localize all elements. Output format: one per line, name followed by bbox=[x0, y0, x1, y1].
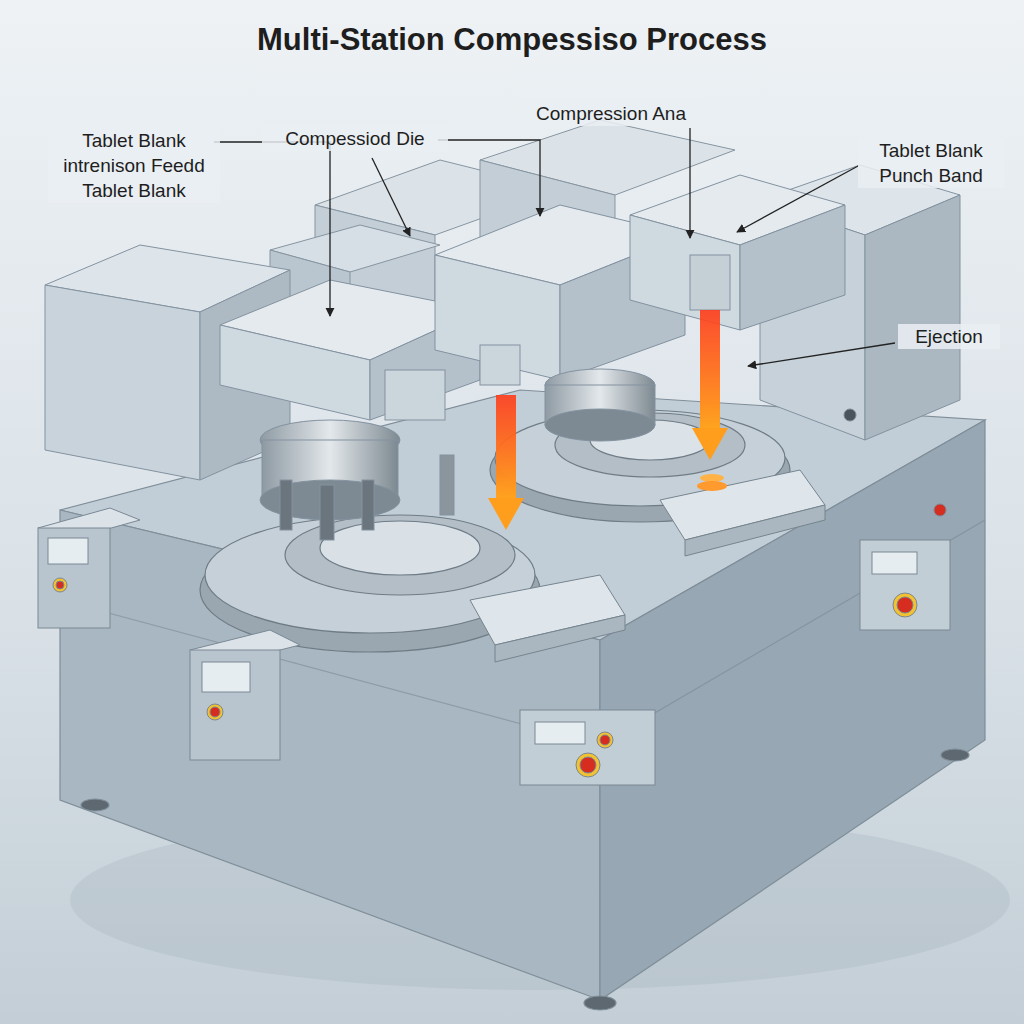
callout-label: Ejection bbox=[898, 324, 1000, 349]
callout-label: Compression Ana bbox=[518, 101, 704, 126]
callout-label: Tablet Blank Punch Band bbox=[858, 138, 1004, 188]
callout-label: Tablet Blank intrenison Feedd Tablet Bla… bbox=[48, 128, 220, 203]
press-housing bbox=[630, 175, 845, 330]
ejection-chutes bbox=[470, 470, 825, 662]
compression-arrows bbox=[488, 310, 728, 530]
control-panels bbox=[38, 409, 950, 785]
diagram-title: Multi-Station Compessiso Process bbox=[0, 22, 1024, 58]
machine-base bbox=[60, 390, 985, 1010]
leader-lines bbox=[214, 128, 895, 366]
callout-label: Compessiod Die bbox=[262, 126, 448, 151]
